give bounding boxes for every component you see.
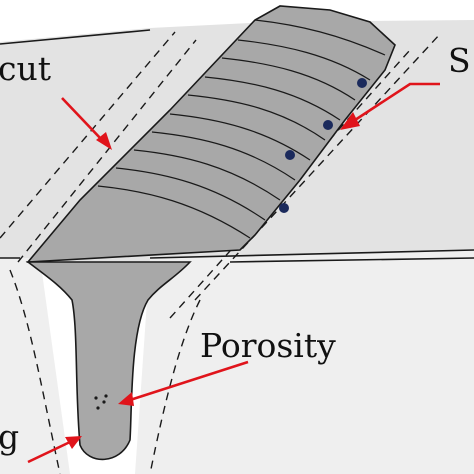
slag-label: g: [0, 417, 19, 456]
slag-arrow: [27, 440, 71, 464]
plate-edges: [0, 29, 474, 263]
weld-ripples: [97, 19, 386, 239]
spatter-dot: [285, 150, 295, 160]
porosity-label: Porosity: [200, 326, 336, 365]
porosity-arrow: [129, 360, 249, 402]
undercut-arrow: [61, 97, 103, 141]
weld-bead-top: [26, 5, 396, 263]
spatter-dots: [279, 78, 367, 213]
plate-front-left: [0, 258, 70, 474]
undercut-label: cut: [0, 49, 51, 88]
porosity-dots: [94, 394, 108, 410]
groove-dashed-lines: [0, 31, 441, 474]
spatter-dot: [279, 203, 289, 213]
plate-front-right: [135, 250, 474, 474]
spatter-arrow: [351, 82, 440, 124]
spatter-dot: [357, 78, 367, 88]
spatter-dot: [323, 120, 333, 130]
pointer-arrows: [27, 82, 440, 464]
spatter-label: S: [448, 41, 471, 80]
weld-root: [25, 261, 192, 461]
